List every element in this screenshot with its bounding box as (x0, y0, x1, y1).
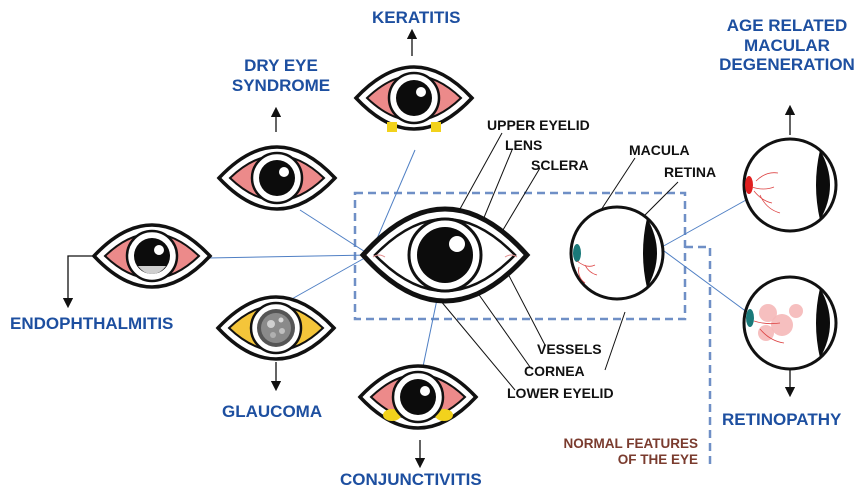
normal-features-line1: NORMAL FEATURES (548, 436, 698, 452)
glaucoma-eye-icon (218, 297, 334, 359)
endophthalmitis-label: ENDOPHTHALMITIS (10, 314, 173, 334)
retina-label: RETINA (664, 164, 716, 180)
amd-label-line2: MACULAR (712, 36, 862, 56)
endophthalmitis-eye-icon (94, 225, 210, 287)
dashed-connector (685, 247, 710, 468)
normal-features-line2: OF THE EYE (548, 452, 698, 468)
dry-eye-label-line2: SYNDROME (230, 76, 332, 96)
cornea-label: CORNEA (524, 363, 585, 379)
retinopathy-eyeball-icon (744, 277, 836, 369)
conjunctivitis-eye-icon (360, 366, 476, 428)
amd-label: AGE RELATED MACULAR DEGENERATION (712, 16, 862, 75)
retinopathy-label: RETINOPATHY (722, 410, 841, 430)
macula-label: MACULA (629, 142, 690, 158)
keratitis-label: KERATITIS (372, 8, 460, 28)
normal-features-label: NORMAL FEATURES OF THE EYE (548, 436, 698, 467)
amd-label-line3: DEGENERATION (712, 55, 862, 75)
amd-label-line1: AGE RELATED (712, 16, 862, 36)
lower-eyelid-label: LOWER EYELID (507, 385, 614, 401)
endophthalmitis-arrow-icon (68, 256, 96, 303)
sclera-label: SCLERA (531, 157, 589, 173)
keratitis-eye-icon (356, 67, 472, 132)
vessels-label: VESSELS (537, 341, 602, 357)
upper-eyelid-label: UPPER EYELID (487, 117, 590, 133)
conjunctivitis-label: CONJUNCTIVITIS (340, 470, 482, 490)
normal-eye-icon (363, 209, 527, 301)
amd-eyeball-icon (744, 139, 836, 231)
glaucoma-label: GLAUCOMA (222, 402, 322, 422)
dry-eye-syndrome-label: DRY EYE SYNDROME (230, 56, 332, 95)
dry-eye-label-line1: DRY EYE (230, 56, 332, 76)
lens-label: LENS (505, 137, 542, 153)
dry-eye-icon (219, 147, 335, 209)
eyeball-cross-section-icon (571, 207, 663, 299)
